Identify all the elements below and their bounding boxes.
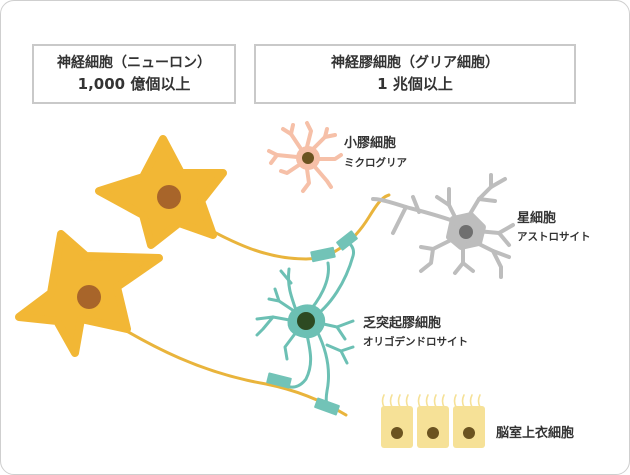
myelin-sheath-4 [314,397,340,416]
microglia-cell [267,121,343,193]
neuron-title: 神経細胞（ニューロン） [57,55,211,71]
ependymal-cell-1 [381,394,413,448]
ependymal-nucleus-1 [391,427,403,439]
neuron-cell-lower [15,230,163,357]
ependymal-nucleus-2 [427,427,439,439]
ependymal-cells [381,394,485,448]
astrocyte-cell [371,173,515,279]
oligodendrocyte-nucleus [297,312,315,330]
ependymal-nucleus-3 [463,427,475,439]
microglia-label: 小膠細胞 [344,135,396,151]
ependymal-label: 脳室上衣細胞 [496,425,574,441]
microglia-nucleus [302,152,314,164]
astrocyte-sublabel: アストロサイト [517,231,591,243]
ependymal-cell-3 [453,394,485,448]
myelin-sheath-1 [310,246,336,263]
microglia-sublabel: ミクログリア [344,156,407,169]
glia-header-box: 神経膠細胞（グリア細胞） 1 兆個以上 [254,44,576,104]
axon-upper [195,193,391,261]
astrocyte-nucleus [459,225,473,239]
myelin-sheath-2 [336,230,358,251]
ependymal-cell-2 [417,394,449,448]
glia-count: 1 兆個以上 [377,75,453,93]
oligodendrocyte-sublabel: オリゴデンドロサイト [363,335,468,348]
neuron-count: 1,000 億個以上 [77,75,191,93]
astrocyte-label: 星細胞 [517,210,556,226]
neuron-cell-upper [95,135,227,249]
neuron-nucleus-lower [77,285,101,309]
oligodendrocyte-label: 乏突起膠細胞 [363,315,441,331]
myelin-sheaths [266,230,358,416]
myelin-sheath-3 [266,372,292,389]
glia-title: 神経膠細胞（グリア細胞） [331,55,499,71]
neuron-nucleus-upper [157,185,181,209]
neuron-header-box: 神経細胞（ニューロン） 1,000 億個以上 [32,44,236,104]
